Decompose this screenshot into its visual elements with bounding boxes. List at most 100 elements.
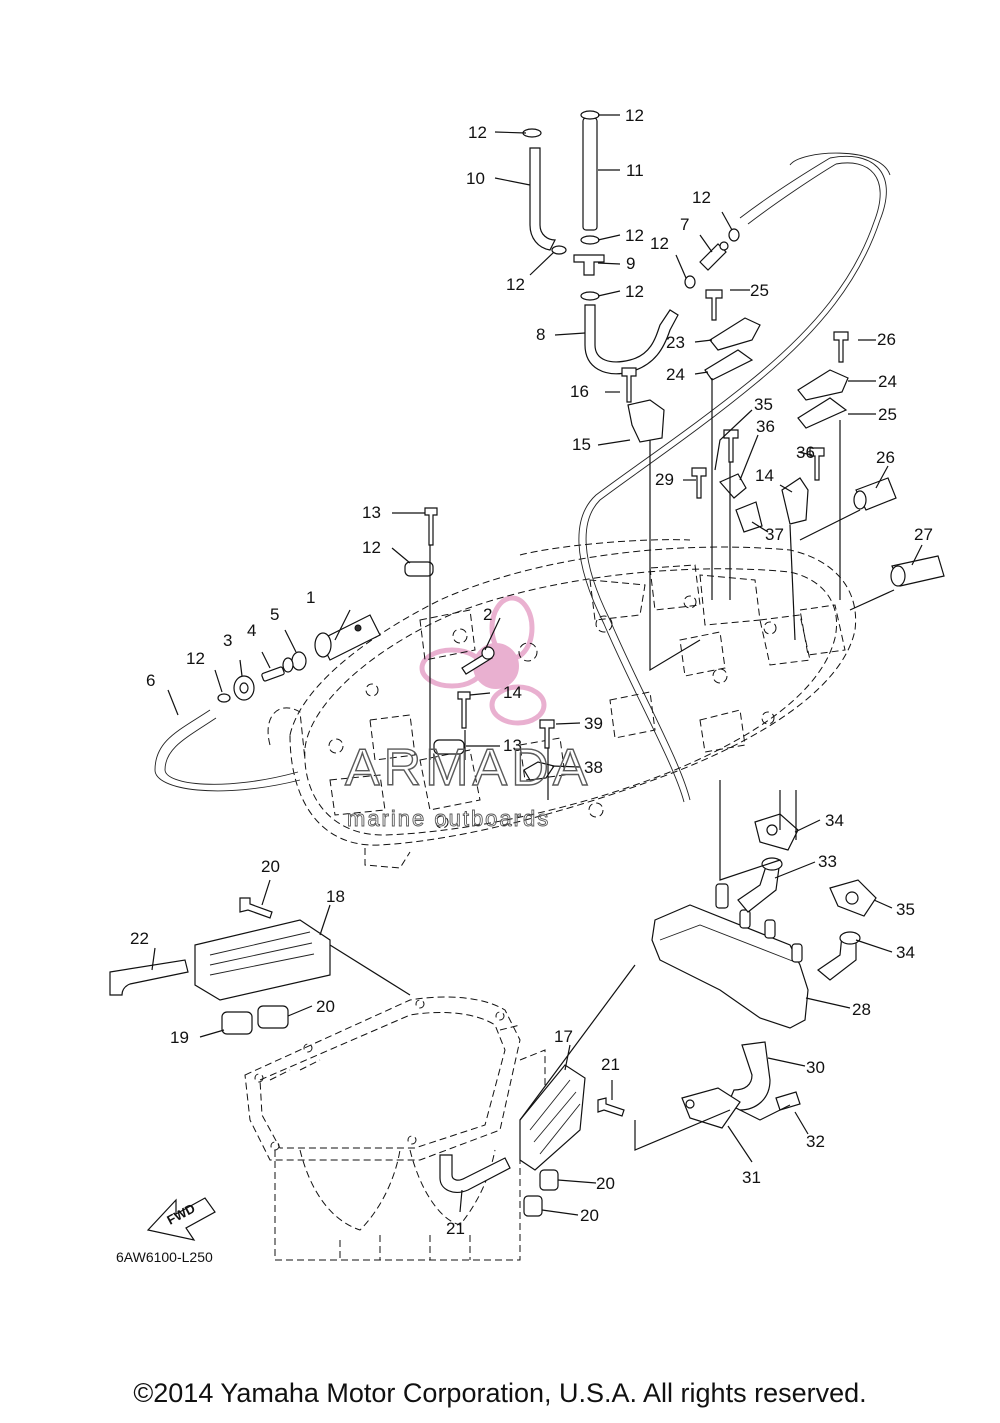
bolt-21-upper	[239, 897, 273, 919]
callout: 36	[756, 417, 775, 436]
callout: 27	[914, 525, 933, 544]
plate-25-left	[704, 349, 754, 381]
callout: 26	[876, 448, 895, 467]
callout: 19	[170, 1028, 189, 1047]
bottom-cowling	[267, 539, 857, 869]
nut-3	[233, 675, 255, 701]
bolt-4	[261, 657, 294, 682]
callout: 30	[806, 1058, 825, 1077]
damper-20-b	[257, 1005, 289, 1029]
screw-36-right	[809, 447, 825, 481]
callout: 12	[692, 188, 711, 207]
callout: 15	[572, 435, 591, 454]
callout: 13	[503, 736, 522, 755]
callout: 6	[146, 671, 155, 690]
callout: 12	[625, 106, 644, 125]
diagram-code: 6AW6100-L250	[116, 1249, 213, 1265]
callout: 10	[466, 169, 485, 188]
copyright-notice: ©2014 Yamaha Motor Corporation, U.S.A. A…	[133, 1378, 867, 1408]
callout: 28	[852, 1000, 871, 1019]
callout: 12	[362, 538, 381, 557]
callout: 35	[896, 900, 915, 919]
oil-pan	[244, 996, 546, 1261]
damper-20-a	[221, 1011, 253, 1035]
gasket-35-lower	[829, 879, 877, 917]
callout: 16	[570, 382, 589, 401]
silencer-19	[194, 919, 331, 1001]
pad-13-lower	[433, 739, 465, 755]
grommet-28	[890, 555, 945, 587]
clip-38	[735, 501, 763, 533]
callout: 37	[765, 525, 784, 544]
watermark-name: ARMADA	[345, 739, 591, 797]
bolt-21-lower	[597, 1097, 625, 1117]
pad-13-upper	[404, 561, 434, 577]
screw-40	[539, 719, 555, 749]
callout: 12	[625, 282, 644, 301]
callout: 35	[754, 395, 773, 414]
callout-labels: 1 2 3 4 5 6 7 8 9 10 11 12 12 12 12 12 1…	[130, 106, 933, 1238]
callout: 12	[625, 226, 644, 245]
callout: 14	[755, 466, 774, 485]
bolt-26-left	[705, 289, 723, 321]
screw-36-left	[723, 429, 739, 463]
callout: 17	[554, 1027, 573, 1046]
callout: 1	[306, 588, 315, 607]
plate-25-right	[797, 397, 848, 429]
tee-joint-9	[573, 254, 605, 276]
bracket-24-right	[797, 369, 849, 401]
holder-16	[627, 399, 665, 443]
callout: 14	[503, 683, 522, 702]
hose-22	[439, 1154, 511, 1193]
callout: 2	[483, 605, 492, 624]
callout: 21	[446, 1219, 465, 1238]
callout: 36	[796, 443, 815, 462]
callout: 23	[666, 333, 685, 352]
hose-8	[584, 304, 679, 375]
callout: 38	[584, 758, 603, 777]
flange-32	[681, 1087, 741, 1129]
damper-20-d	[523, 1195, 543, 1217]
callout: 39	[584, 714, 603, 733]
bolt-26-right	[833, 331, 849, 363]
callout: 32	[806, 1132, 825, 1151]
callout: 7	[680, 215, 689, 234]
callout: 12	[186, 649, 205, 668]
grommet-27	[853, 477, 897, 511]
screw-14-upper	[424, 507, 438, 546]
damper-20-c	[539, 1169, 559, 1191]
screw-14-lower	[457, 691, 471, 729]
clip-15	[781, 477, 809, 525]
callout: 33	[818, 852, 837, 871]
hose-23	[109, 959, 189, 996]
long-hose	[578, 152, 891, 803]
callout: 12	[650, 234, 669, 253]
fwd-arrow-icon: FWD	[146, 1197, 216, 1241]
callout: 31	[742, 1168, 761, 1187]
callout: 3	[223, 631, 232, 650]
callout: 25	[878, 405, 897, 424]
elbow-34-lower	[817, 931, 861, 981]
screw-30	[691, 467, 707, 499]
callout: 26	[877, 330, 896, 349]
callout: 24	[878, 372, 897, 391]
tube-10	[529, 147, 556, 251]
clamp-39	[523, 761, 555, 781]
washer-5	[291, 651, 307, 671]
screw-33	[775, 1091, 801, 1111]
callout: 34	[825, 811, 844, 830]
callout: 4	[247, 621, 256, 640]
gasket-35-upper	[754, 813, 799, 851]
callout: 25	[750, 281, 769, 300]
hose-clamps-12	[217, 110, 740, 703]
callout: 13	[362, 503, 381, 522]
screw-17	[621, 367, 637, 403]
tube-11	[582, 117, 598, 231]
hose-6	[154, 709, 301, 792]
callout: 9	[626, 254, 635, 273]
callout: 21	[601, 1055, 620, 1074]
leader-lines	[151, 114, 923, 1216]
callout: 22	[130, 929, 149, 948]
clip-37	[719, 473, 747, 499]
